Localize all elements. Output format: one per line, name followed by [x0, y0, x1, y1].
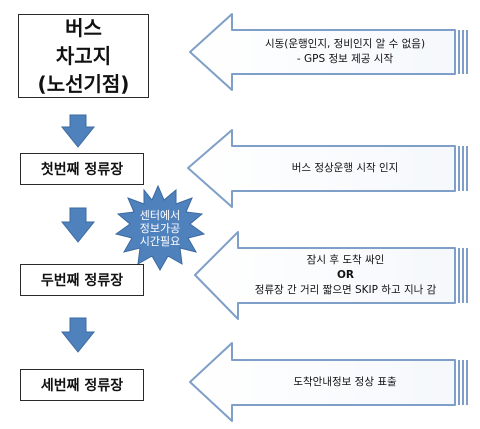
- depot-line: (노선기점): [37, 72, 130, 96]
- starburst-shape: [114, 184, 206, 272]
- stop-label: 세번째 정류장: [40, 378, 124, 394]
- down-arrow-icon: [60, 317, 96, 353]
- left-arrow-icon: [189, 13, 468, 91]
- stop-box-3: 세번째 정류장: [20, 369, 144, 401]
- arrow-line: OR: [336, 269, 354, 281]
- left-arrow-icon: [189, 342, 468, 422]
- stop-box-2: 두번째 정류장: [20, 264, 144, 296]
- starburst-line: 시간필요: [139, 235, 181, 248]
- arrow-text-4: 도착안내정보 정상 표출: [240, 375, 450, 390]
- depot-line: 버스: [65, 16, 102, 40]
- arrow-line: 잠시 후 도착 싸인: [306, 254, 385, 266]
- arrow-line: 도착안내정보 정상 표출: [293, 376, 397, 388]
- stop-label: 첫번째 정류장: [40, 162, 124, 178]
- arrow-line: 시동(운행인지, 정비인지 알 수 없음): [264, 38, 426, 50]
- left-arrow-icon: [187, 129, 468, 208]
- depot-box: 버스 차고지 (노선기점): [18, 14, 149, 98]
- down-arrow-icon: [60, 207, 96, 243]
- starburst-line: 정보가공: [139, 222, 181, 235]
- arrow-line: - GPS 정보 제공 시작: [296, 53, 394, 65]
- arrow-text-1: 시동(운행인지, 정비인지 알 수 없음) - GPS 정보 제공 시작: [240, 37, 450, 67]
- arrow-line: 정류장 간 거리 짧으면 SKIP 하고 지나 감: [254, 284, 437, 296]
- stop-box-1: 첫번째 정류장: [20, 153, 144, 185]
- stop-label: 두번째 정류장: [40, 273, 124, 289]
- starburst-text: 센터에서 정보가공 시간필요: [130, 209, 190, 248]
- starburst-line: 센터에서: [139, 209, 181, 222]
- down-arrow-icon: [60, 114, 96, 148]
- arrow-text-2: 버스 정상운행 시작 인지: [240, 161, 450, 176]
- arrow-text-3: 잠시 후 도착 싸인 OR 정류장 간 거리 짧으면 SKIP 하고 지나 감: [238, 253, 453, 298]
- left-arrow-icon: [194, 231, 468, 320]
- depot-line: 차고지: [55, 44, 112, 68]
- arrow-line: 버스 정상운행 시작 인지: [291, 162, 399, 174]
